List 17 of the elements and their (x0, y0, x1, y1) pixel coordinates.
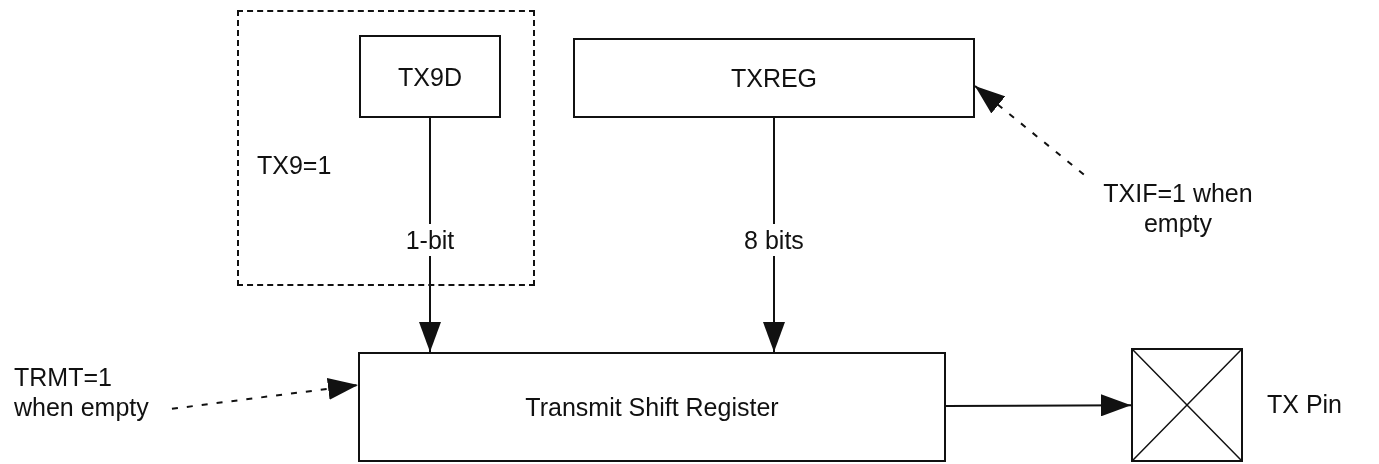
dashed-arrow (974, 85, 1085, 176)
arrow (763, 117, 785, 353)
register-box (358, 352, 946, 462)
dashed-group-box (237, 10, 535, 286)
register-box (573, 38, 975, 118)
arrow (419, 117, 441, 353)
register-box (359, 35, 501, 118)
group-label: TX9=1 (257, 150, 332, 180)
register-label: TX9D (397, 61, 463, 92)
register-label: Transmit Shift Register (524, 392, 780, 422)
dashed-arrow (170, 377, 359, 410)
pin-label: TX Pin (1267, 389, 1343, 419)
annotation-text: TRMT=1 when empty (14, 362, 150, 422)
pin-box (1131, 348, 1243, 462)
register-label: TXREG (729, 63, 819, 93)
annotation-text: TXIF=1 when empty (1102, 178, 1254, 238)
arrow (945, 394, 1132, 417)
